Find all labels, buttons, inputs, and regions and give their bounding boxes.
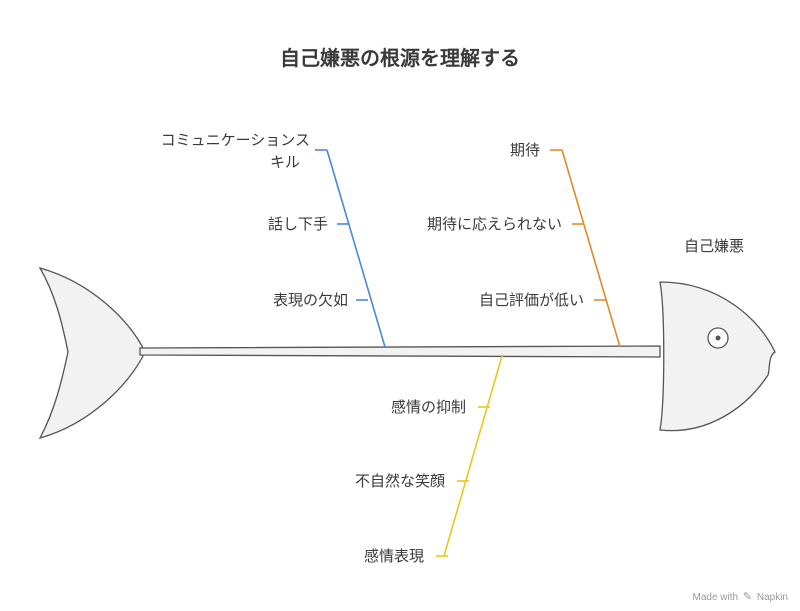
cause-label: 不自然な笑顔 (354, 472, 445, 490)
cause-label: キル (269, 153, 300, 171)
fish-spine (139, 345, 661, 358)
cause-label: 表現の欠如 (272, 291, 348, 309)
cause-label: 感情の抑制 (390, 398, 466, 416)
cause-label: 期待に応えられない (426, 215, 562, 233)
fish-pupil (715, 335, 721, 341)
effect-label: 自己嫌悪 (684, 237, 745, 255)
cause-label: コミュニケーションス (160, 131, 310, 149)
cause-label: 感情表現 (363, 547, 424, 565)
cause-label: 期待 (509, 141, 540, 159)
watermark: Made with ✎ Napkin (693, 590, 789, 603)
cause-label: 話し下手 (267, 215, 328, 233)
napkin-logo-icon: ✎ (742, 591, 753, 603)
branch-emotion (436, 355, 503, 557)
cause-label: 自己評価が低い (478, 291, 584, 309)
diagram-title: 自己嫌悪の根源を理解する (280, 46, 520, 70)
branch-expectation (550, 149, 621, 348)
branch-bone (326, 149, 386, 348)
brand-name: Napkin (756, 592, 788, 603)
fish-tail (38, 266, 146, 440)
branch-communication (315, 149, 386, 348)
branch-bone (443, 355, 503, 557)
branch-bone (561, 149, 621, 348)
made-with-text: Made with (692, 592, 739, 603)
fish-head (659, 281, 776, 432)
